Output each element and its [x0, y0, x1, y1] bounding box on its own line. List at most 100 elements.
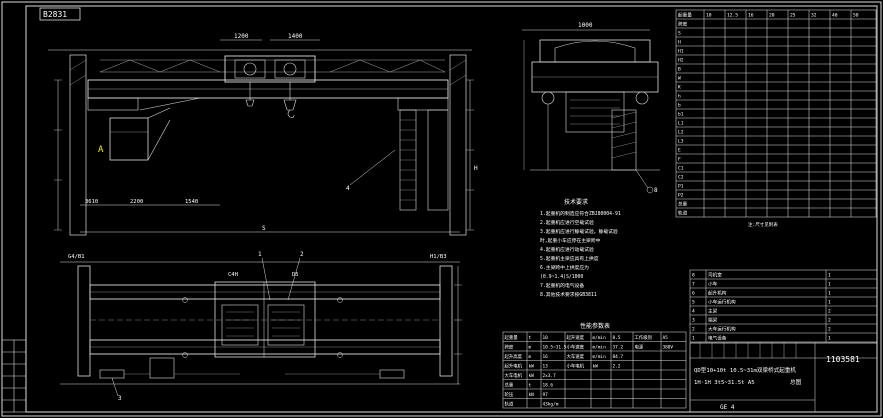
left-revision-table	[1, 339, 27, 413]
note-line-2: 2.起重机应进行空载试验	[540, 219, 594, 226]
param-row-label: L3	[678, 139, 684, 145]
note-line-3: 3.起重机应进行静载试验。静载试验	[540, 228, 618, 235]
plan-callout-3: 3	[118, 395, 122, 402]
param-row-label: C2	[678, 175, 684, 181]
perf-cell: 16	[543, 354, 549, 360]
parts-cell: 小车	[708, 281, 718, 288]
perf-cell: kW	[593, 363, 599, 369]
corner-tag-box	[39, 7, 81, 21]
perf-cell: 起升速度	[567, 334, 585, 341]
param-row-label: P2	[678, 193, 684, 199]
perf-cell: 大车电机	[505, 372, 523, 379]
title-block: 1103581 QD型10+10t 10.5~31m双梁桥式起重机 1H·1H …	[689, 342, 878, 413]
plan-label-mid-1: C4H	[228, 272, 238, 278]
parts-cell: 2	[828, 318, 831, 324]
perf-cell: 起重量	[505, 334, 519, 341]
param-row-label: H2	[678, 58, 684, 64]
param-header-cell: 起重量	[678, 12, 692, 19]
plan-callout-1: 1	[258, 251, 262, 258]
front-view: 1200 1400	[48, 33, 478, 236]
notes-title: 技术要求	[564, 198, 588, 206]
plan-label-right: H1/B3	[430, 254, 447, 260]
side-view: 1000 8	[522, 22, 660, 194]
perf-cell: 43kg/m	[543, 401, 559, 407]
parts-cell: 1	[828, 300, 831, 306]
param-header-cell: 32	[811, 13, 817, 19]
param-row-label: b1	[678, 112, 684, 118]
parts-cell: 端梁	[708, 317, 718, 324]
perf-cell: 大车速度	[567, 353, 585, 360]
parts-cell: 主梁	[708, 308, 718, 315]
perf-cell: 2x3.7	[543, 373, 557, 379]
plan-view: G4/B1 H1/B3 C4H D5	[60, 251, 462, 402]
front-section-label: A	[98, 145, 104, 155]
side-dim-top: 1000	[578, 22, 593, 29]
note-line-7: 6.主梁跨中上拱度应为	[540, 264, 589, 271]
side-callout-8: 8	[654, 187, 658, 194]
parts-cell: 小车运行机构	[708, 299, 736, 306]
parts-cell: 电气设备	[708, 335, 727, 342]
perf-cell: m	[529, 355, 532, 360]
plan-label-left: G4/B1	[68, 254, 85, 260]
perf-cell: 轨道	[505, 400, 514, 407]
sheet-inner-frame	[25, 5, 878, 413]
perf-cell: t	[529, 335, 532, 341]
front-dim-left: 3610	[85, 199, 98, 205]
param-row-label: L2	[678, 130, 684, 136]
perf-cell: 2.2	[613, 363, 621, 369]
param-table-note: 注:尺寸见附表	[748, 221, 778, 228]
parts-cell: 1	[828, 291, 831, 297]
param-row-label: F	[678, 157, 681, 163]
perf-cell: m/min	[593, 335, 607, 341]
perf-cell: 97	[543, 392, 549, 398]
perf-cell: 起升电机	[505, 362, 523, 369]
front-label-h: H	[474, 165, 478, 172]
param-header-cell: 50	[853, 13, 859, 19]
param-header-cell: 12.5	[727, 13, 738, 19]
perf-cell: 电源	[635, 343, 644, 350]
param-row-label: L1	[678, 121, 684, 127]
parts-cell: 1	[828, 282, 831, 288]
front-dim-mid-2: 1540	[185, 199, 198, 205]
perf-cell: m/min	[593, 354, 607, 360]
perf-cell: 轮压	[505, 391, 514, 398]
param-header-cell: 10	[706, 13, 712, 19]
note-line-4: 时,起重小车应停在主梁跨中	[540, 237, 601, 244]
param-header-cell: 25	[790, 13, 796, 19]
perf-cell: 总重	[505, 381, 514, 388]
param-header-cell: 16	[748, 13, 754, 19]
parts-cell: 2	[828, 327, 831, 333]
parts-cell: 7	[692, 282, 695, 288]
perf-cell: kW	[529, 373, 535, 379]
scale-label: GE 4	[720, 404, 735, 411]
parts-cell: 起升机构	[708, 290, 727, 297]
perf-cell: 小车电机	[567, 362, 585, 369]
perf-cell: 起升高度	[505, 353, 523, 360]
perf-cell: kN	[529, 392, 535, 398]
parts-cell: 2	[828, 309, 831, 315]
parts-cell: 4	[692, 309, 695, 315]
param-header-cell: 20	[769, 13, 775, 19]
perf-cell: m	[529, 345, 532, 350]
front-dim-span: S	[262, 225, 266, 232]
parts-cell: 5	[692, 300, 695, 306]
note-line-8: (0.9~1.4)S/1000	[540, 274, 583, 280]
parts-cell: 大车运行机构	[708, 326, 736, 333]
perf-cell: m/min	[593, 344, 607, 350]
note-line-1: 1.起重机的制造应符合ZBJ80004-91	[540, 210, 621, 217]
perf-cell: 8.5	[613, 335, 621, 341]
perf-cell: 18.6	[543, 382, 554, 388]
title-line-2: 1H·1H 3t5~31.5t A5	[694, 380, 755, 386]
perf-cell: 10.5~31.5	[543, 344, 567, 350]
param-row-label: 轨道	[678, 210, 688, 217]
perf-cell: t	[529, 382, 532, 388]
param-row-label: h	[678, 94, 681, 100]
perf-cell: kW	[529, 363, 535, 369]
note-line-10: 8.其他技术要求按GB3811	[540, 291, 597, 298]
perf-cell: 跨度	[505, 343, 514, 350]
param-row-label: S	[678, 31, 681, 37]
